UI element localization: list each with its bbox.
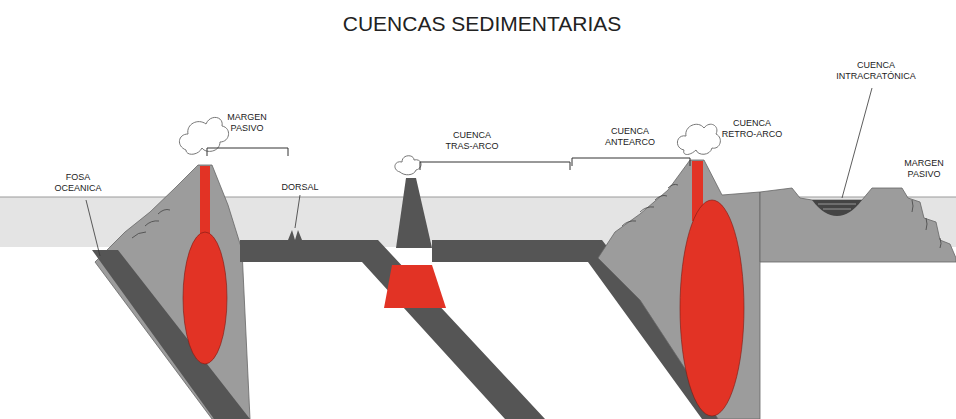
magma-chamber xyxy=(183,232,227,364)
basin-layers xyxy=(818,204,856,209)
basin-fill xyxy=(812,200,862,216)
ash-cloud xyxy=(179,117,228,154)
region-label: MARGEN PASIVO xyxy=(898,158,950,180)
region-label: CUENCA RETRO-ARCO xyxy=(721,118,783,140)
region-label: CUENCA INTRACRATÓNICA xyxy=(830,60,922,82)
bracket xyxy=(207,148,690,170)
subducting-slab xyxy=(92,250,250,419)
subducting-slab xyxy=(302,240,545,419)
craton xyxy=(760,188,956,262)
diagram-title: CUENCAS SEDIMENTARIAS xyxy=(343,12,622,36)
ash-cloud xyxy=(395,156,421,175)
region-label: CUENCA ANTEARCO xyxy=(597,126,663,148)
region-label: CUENCA TRAS-ARCO xyxy=(441,130,503,152)
oceanic-plate xyxy=(240,240,288,262)
region-label: DORSAL xyxy=(275,182,325,193)
ridge-crest xyxy=(288,230,302,262)
volcanic-arc xyxy=(95,165,250,419)
leader-line xyxy=(86,88,872,256)
magma-chamber xyxy=(680,200,744,416)
sea-surface xyxy=(0,197,956,198)
region-label: FOSA OCEANICA xyxy=(50,172,106,194)
margin-faults xyxy=(912,200,941,248)
continental-arc xyxy=(598,160,760,419)
slope-faults xyxy=(132,210,170,239)
magma-chamber xyxy=(384,265,446,308)
region-label: MARGEN PASIVO xyxy=(222,112,272,134)
slope-faults xyxy=(622,184,678,226)
ash-cloud xyxy=(677,124,720,154)
island-arc-volcano xyxy=(396,178,432,248)
